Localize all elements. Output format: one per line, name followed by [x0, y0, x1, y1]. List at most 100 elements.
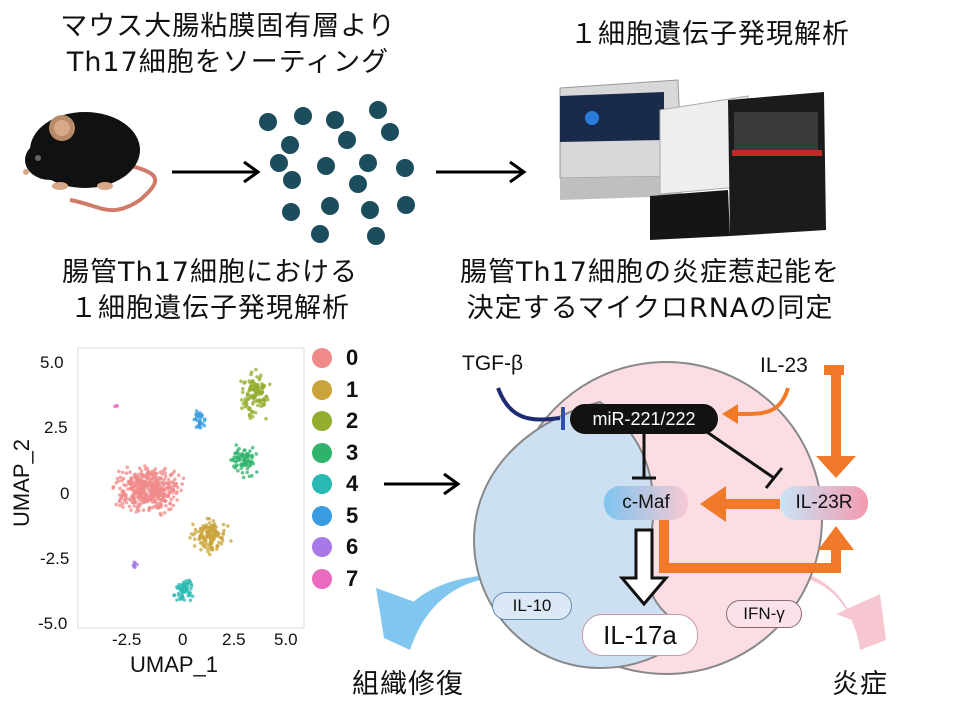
umap-point-cluster-2 [255, 375, 259, 379]
sorted-cell-dot [397, 196, 415, 214]
umap-point-cluster-0 [179, 488, 183, 493]
umap-point-cluster-0 [114, 481, 118, 485]
umap-point-cluster-4 [181, 580, 186, 585]
umap-point-cluster-2 [247, 407, 251, 412]
umap-point-cluster-1 [199, 548, 203, 552]
umap-point-cluster-2 [254, 367, 258, 372]
umap-point-cluster-0 [150, 469, 155, 474]
umap-point-cluster-0 [121, 505, 125, 509]
umap-point-cluster-1 [221, 532, 225, 536]
umap-title-line2: １細胞遺伝子発現解析 [70, 293, 350, 324]
umap-point-cluster-0 [145, 494, 150, 498]
umap-point-cluster-3 [250, 445, 255, 450]
umap-point-cluster-2 [259, 373, 263, 378]
umap-point-cluster-0 [154, 479, 158, 483]
umap-point-cluster-0 [167, 507, 171, 512]
umap-point-cluster-2 [249, 388, 253, 392]
umap-point-cluster-2 [242, 381, 246, 385]
sorted-cell-dot [294, 107, 312, 125]
arrow-sequence [436, 160, 527, 184]
legend-label: 1 [346, 376, 359, 402]
umap-point-cluster-1 [192, 544, 197, 548]
xtick-2_5: 2.5 [222, 630, 246, 649]
legend-item: 6 [312, 533, 358, 561]
umap-point-cluster-1 [212, 522, 217, 526]
umap-point-cluster-0 [118, 486, 122, 491]
umap-point-cluster-1 [204, 523, 209, 527]
umap-point-cluster-5 [198, 417, 202, 421]
umap-point-cluster-4 [188, 579, 192, 584]
umap-point-cluster-0 [118, 475, 123, 480]
umap-point-cluster-0 [111, 486, 115, 490]
umap-point-cluster-0 [173, 477, 177, 482]
umap-point-cluster-2 [250, 379, 255, 384]
umap-point-cluster-3 [236, 469, 240, 473]
legend-swatch [312, 568, 332, 589]
umap-point-cluster-0 [128, 480, 133, 484]
umap-point-cluster-5 [197, 425, 201, 429]
umap-point-cluster-0 [121, 476, 126, 481]
umap-point-cluster-2 [250, 415, 255, 419]
umap-point-cluster-5 [199, 413, 204, 417]
umap-point-cluster-0 [137, 508, 141, 513]
umap-point-cluster-2 [260, 390, 265, 395]
umap-point-cluster-1 [211, 519, 216, 523]
umap-point-cluster-1 [226, 524, 230, 528]
umap-point-cluster-0 [133, 496, 137, 500]
sorted-cell-dot [317, 157, 335, 175]
umap-point-cluster-0 [159, 476, 163, 481]
umap-point-cluster-0 [161, 483, 166, 487]
umap-point-cluster-0 [132, 504, 137, 508]
legend-item: 1 [312, 376, 358, 404]
legend-item: 4 [312, 470, 358, 498]
umap-point-cluster-0 [166, 481, 171, 486]
umap-point-cluster-2 [256, 403, 260, 408]
umap-point-cluster-2 [247, 413, 252, 418]
umap-point-cluster-2 [249, 370, 254, 375]
umap-point-cluster-2 [258, 400, 262, 404]
umap-point-cluster-0 [150, 492, 154, 496]
umap-point-cluster-1 [210, 535, 214, 540]
umap-point-cluster-3 [235, 455, 239, 459]
umap-point-cluster-1 [208, 540, 213, 544]
umap-point-cluster-3 [247, 458, 251, 462]
umap-point-cluster-4 [184, 582, 189, 586]
umap-point-cluster-1 [205, 516, 210, 521]
umap-point-cluster-2 [239, 379, 243, 384]
umap-point-cluster-3 [243, 459, 248, 464]
umap-point-cluster-1 [207, 552, 212, 557]
umap-point-cluster-0 [181, 476, 186, 481]
sorted-cell-dot [359, 154, 377, 172]
umap-point-cluster-0 [153, 467, 158, 471]
il17a-node: IL-17a [582, 614, 698, 656]
umap-point-cluster-0 [162, 477, 167, 482]
umap-point-cluster-5 [192, 417, 196, 422]
umap-point-cluster-0 [163, 471, 168, 475]
legend-swatch [312, 348, 332, 368]
umap-point-cluster-0 [172, 469, 176, 474]
umap-point-cluster-4 [184, 585, 188, 590]
umap-point-cluster-1 [214, 525, 218, 529]
umap-point-cluster-5 [195, 418, 200, 423]
sorted-cell-dot [349, 175, 367, 193]
umap-point-cluster-4 [181, 589, 185, 594]
umap-point-cluster-0 [125, 465, 129, 470]
umap-point-cluster-3 [249, 453, 254, 458]
umap-point-cluster-0 [140, 480, 145, 484]
umap-point-cluster-1 [199, 541, 203, 545]
umap-point-cluster-0 [132, 499, 137, 504]
umap-point-cluster-1 [200, 533, 204, 538]
umap-point-cluster-0 [131, 492, 136, 497]
umap-point-cluster-3 [237, 446, 241, 451]
umap-point-cluster-3 [248, 449, 252, 453]
umap-point-cluster-0 [175, 485, 180, 490]
umap-point-cluster-2 [245, 393, 250, 398]
umap-point-cluster-0 [136, 495, 140, 500]
umap-point-cluster-6 [135, 562, 139, 567]
umap-point-cluster-4 [175, 598, 179, 602]
umap-point-cluster-0 [138, 489, 143, 493]
tgfb-signal [496, 387, 561, 422]
sorted-cell-dot [338, 131, 356, 149]
umap-point-cluster-0 [124, 483, 128, 488]
umap-point-cluster-0 [149, 477, 153, 481]
